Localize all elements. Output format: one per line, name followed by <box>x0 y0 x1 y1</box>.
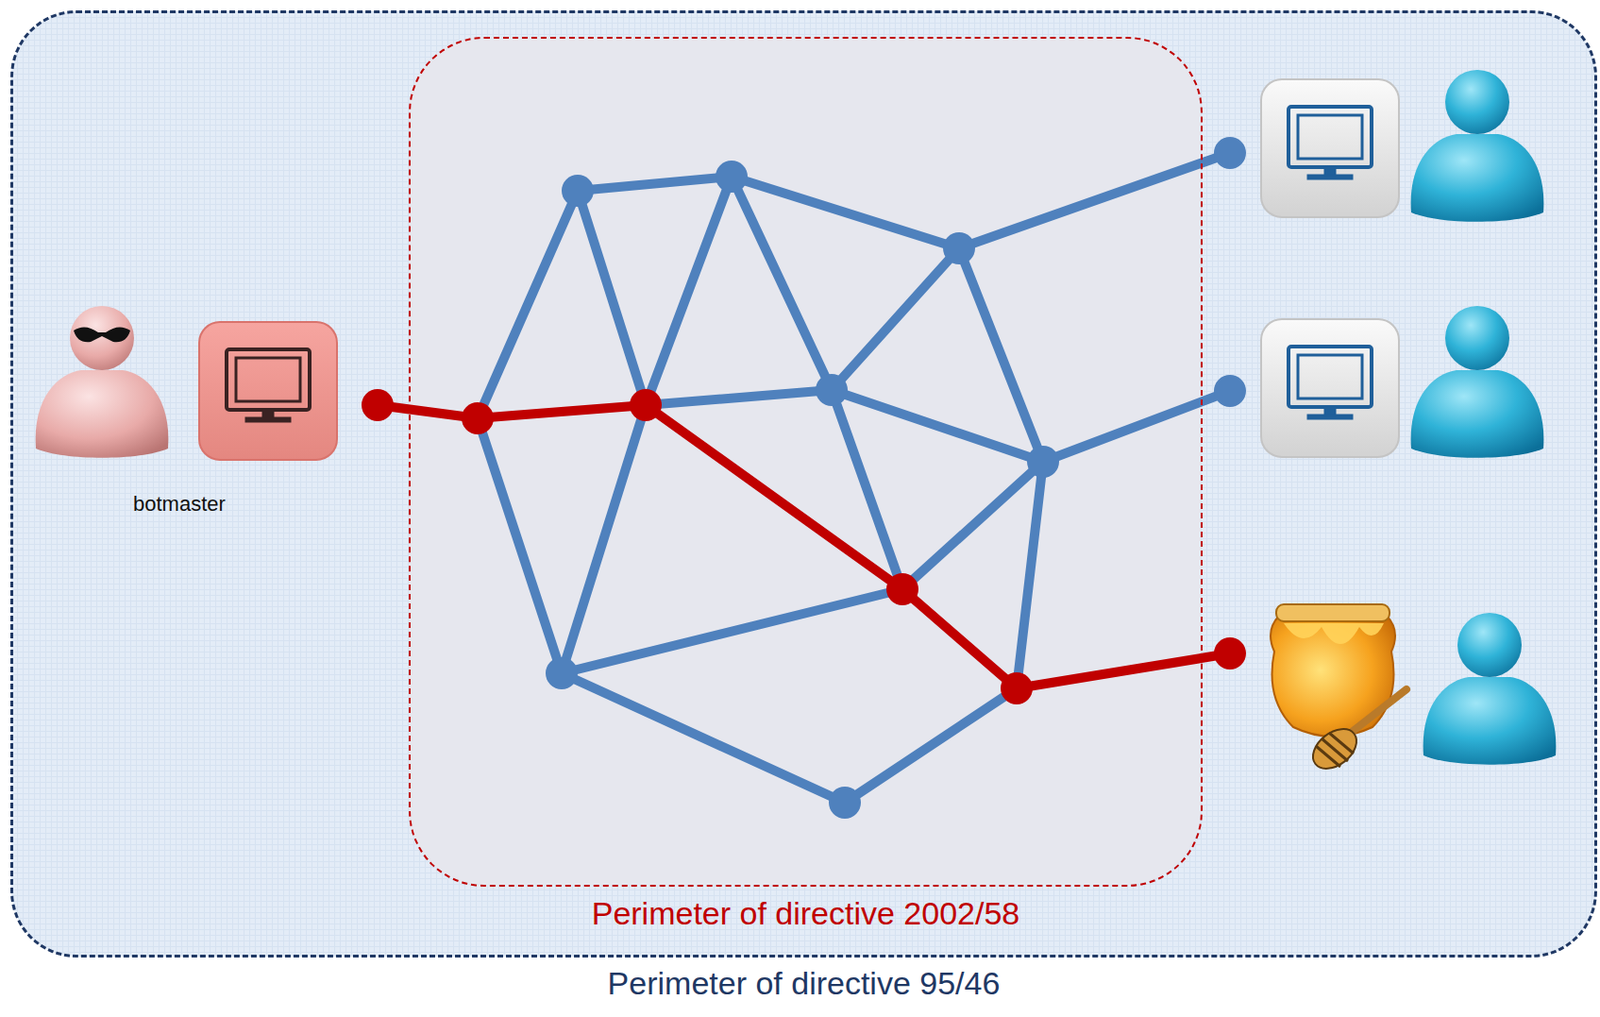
actor-label: botmaster <box>133 491 226 517</box>
network-nodes <box>545 136 1247 819</box>
user-computer <box>1261 79 1399 218</box>
honeypot-icon <box>1270 604 1407 776</box>
perimeter-label: Perimeter of directive 2002/58 <box>410 895 1201 931</box>
user-computer <box>1261 319 1399 457</box>
directive-perimeter: Perimeter of directive 2002/58 <box>408 36 1203 887</box>
inner-region-fill <box>408 36 1201 885</box>
directive-perimeter: Perimeter of directive 95/46Perimeter of… <box>10 10 1598 958</box>
botmaster-computer <box>199 321 337 460</box>
outer-region-fill <box>11 11 1597 957</box>
attack-path-nodes <box>361 388 1247 705</box>
attack-path <box>377 404 1230 689</box>
botmaster-icon <box>35 305 169 458</box>
network-links <box>477 152 1230 803</box>
perimeter-label: Perimeter of directive 95/46 <box>13 965 1595 1001</box>
user-icon <box>1411 69 1545 222</box>
user-icon <box>1411 305 1545 458</box>
user-icon <box>1423 612 1557 765</box>
